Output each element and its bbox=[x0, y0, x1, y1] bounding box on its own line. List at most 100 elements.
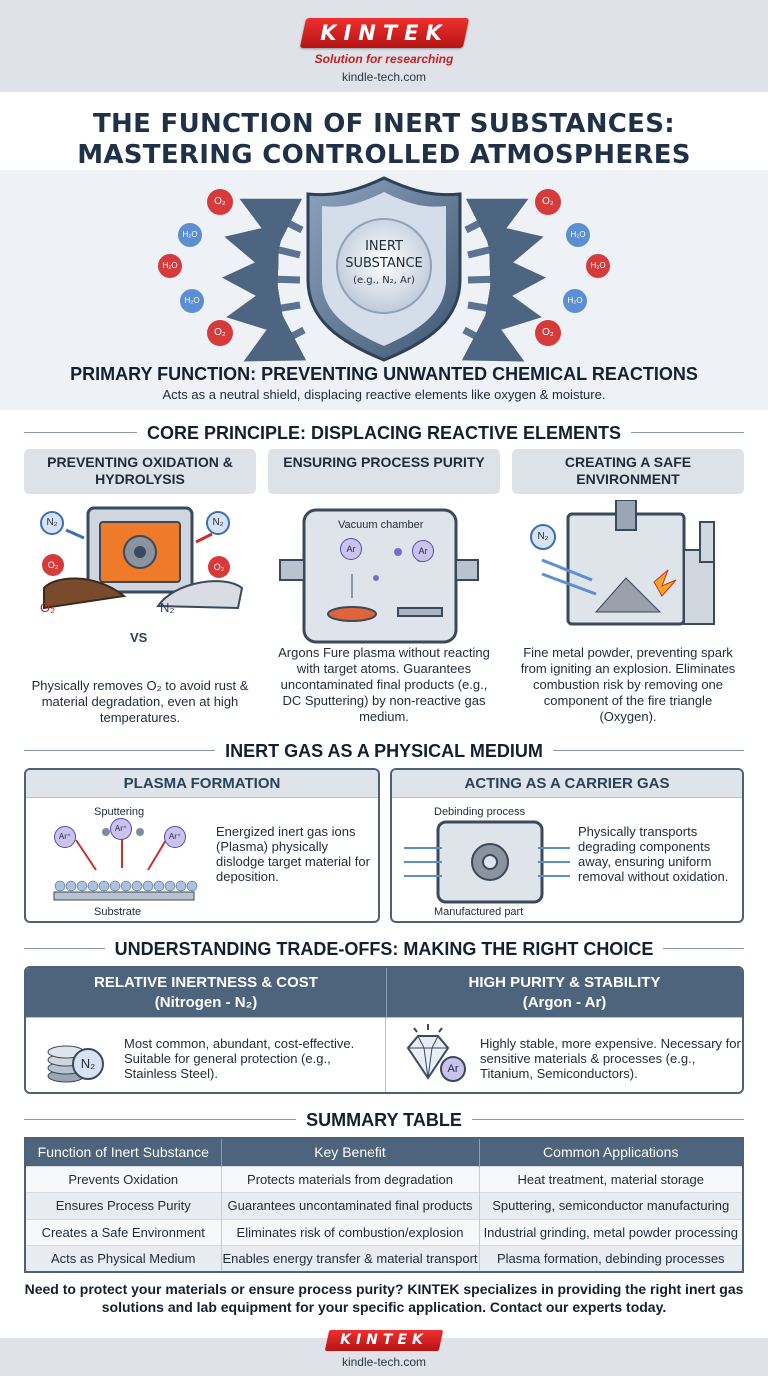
nitrogen-option-title: RELATIVE INERTNESS & COST (Nitrogen - N₂… bbox=[26, 968, 386, 1018]
argon-option-title: HIGH PURITY & STABILITY (Argon - Ar) bbox=[387, 968, 742, 1018]
carrier-gas-card: ACTING AS A CARRIER GAS Debinding proces… bbox=[390, 768, 744, 923]
oven-illustration bbox=[43, 506, 244, 610]
title-line-1: THE FUNCTION OF INERT SUBSTANCES: bbox=[93, 109, 675, 139]
column-header: Common Applications bbox=[479, 1138, 744, 1166]
shield-line-3: (e.g., N₂, Ar) bbox=[353, 275, 415, 286]
debinding-label: Debinding process bbox=[434, 806, 526, 818]
brand-site-link[interactable]: kindle-tech.com bbox=[341, 70, 427, 84]
summary-heading: SUMMARY TABLE bbox=[0, 1108, 768, 1132]
water-molecule-icon: H₂O bbox=[563, 289, 587, 313]
carrier-text: Physically transports degrading componen… bbox=[578, 824, 729, 884]
argon-atom-icon: Ar bbox=[340, 538, 362, 560]
title-line-2: MASTERING CONTROLLED ATMOSPHERES bbox=[77, 140, 691, 170]
column-header: Function of Inert Substance bbox=[25, 1138, 222, 1166]
table-cell: Heat treatment, material storage bbox=[479, 1165, 744, 1193]
safe-environment-illustration bbox=[541, 500, 715, 626]
page-title: THE FUNCTION OF INERT SUBSTANCES: MASTER… bbox=[0, 109, 768, 171]
column-header: Key Benefit bbox=[221, 1138, 480, 1166]
footer-site-link[interactable]: kindle-tech.com bbox=[341, 1355, 427, 1369]
oxygen-molecule-icon: O₂ bbox=[535, 320, 561, 346]
footer-logo-text: KINTEK bbox=[340, 1332, 428, 1348]
table-cell: Eliminates risk of combustion/explosion bbox=[221, 1218, 480, 1246]
argon-badge-icon: Ar bbox=[440, 1056, 466, 1082]
plasma-text: Energized inert gas ions (Plasma) physic… bbox=[216, 824, 370, 884]
manufactured-part-label: Manufactured part bbox=[434, 906, 524, 918]
sputtering-illustration bbox=[53, 828, 198, 901]
table-cell: Protects materials from degradation bbox=[221, 1165, 480, 1193]
table-cell: Sputtering, semiconductor manufacturing bbox=[479, 1192, 744, 1219]
tag-preventing-oxidation: PREVENTING OXIDATION & HYDROLYSIS bbox=[24, 449, 256, 494]
call-to-action: Need to protect your materials or ensure… bbox=[24, 1281, 744, 1315]
shield-line-1: INERT bbox=[365, 239, 403, 254]
tradeoffs-card: RELATIVE INERTNESS & COST (Nitrogen - N₂… bbox=[24, 966, 744, 1094]
substrate-label: Substrate bbox=[94, 906, 142, 918]
water-molecule-icon: H₂O bbox=[180, 289, 204, 313]
oxygen-molecule-icon: O₂ bbox=[535, 189, 561, 215]
nitrogen-option: RELATIVE INERTNESS & COST (Nitrogen - N₂… bbox=[26, 968, 386, 1018]
nitrogen-molecule-icon: N₂ bbox=[40, 511, 64, 535]
argon-title-1: HIGH PURITY & STABILITY bbox=[468, 974, 661, 991]
shield-label: INERT SUBSTANCE (e.g., N₂, Ar) bbox=[334, 238, 434, 289]
hero-section: INERT SUBSTANCE (e.g., N₂, Ar) O₂ H₂O H₂… bbox=[0, 170, 768, 410]
plasma-card-title: PLASMA FORMATION bbox=[26, 770, 378, 798]
footer-kintek-logo[interactable]: KINTEK bbox=[324, 1330, 444, 1351]
table-row: Ensures Process Purity Guarantees uncont… bbox=[25, 1192, 744, 1219]
displacement-arrows-left bbox=[222, 198, 307, 362]
plasma-formation-card: PLASMA FORMATION Sputtering Ar⁺ Ar⁺ Ar⁺ … bbox=[24, 768, 380, 923]
table-cell: Ensures Process Purity bbox=[25, 1192, 222, 1219]
table-cell: Industrial grinding, metal powder proces… bbox=[479, 1218, 744, 1246]
summary-table: Function of Inert Substance Key Benefit … bbox=[24, 1137, 744, 1273]
water-molecule-icon: H₂O bbox=[158, 254, 182, 278]
nitrogen-text: Most common, abundant, cost-effective. S… bbox=[124, 1036, 355, 1081]
argon-text: Highly stable, more expensive. Necessary… bbox=[480, 1036, 741, 1081]
oxygen-label: O₂ bbox=[40, 600, 56, 615]
versus-label: VS bbox=[130, 630, 148, 645]
tradeoffs-heading-text: UNDERSTANDING TRADE-OFFS: MAKING THE RIG… bbox=[104, 939, 664, 959]
nitrogen-badge-icon: N₂ bbox=[72, 1048, 104, 1080]
table-cell: Prevents Oxidation bbox=[25, 1165, 222, 1193]
oxygen-molecule-icon: O₂ bbox=[207, 189, 233, 215]
nitrogen-title-1: RELATIVE INERTNESS & COST bbox=[94, 974, 318, 991]
brand-tagline: Solution for researching bbox=[314, 52, 454, 66]
diamond-icon bbox=[406, 1024, 450, 1080]
table-row: Creates a Safe Environment Eliminates ri… bbox=[25, 1218, 744, 1246]
primary-function-subtitle: Acts as a neutral shield, displacing rea… bbox=[162, 387, 606, 402]
shield-line-2: SUBSTANCE bbox=[345, 256, 423, 271]
water-molecule-icon: H₂O bbox=[178, 223, 202, 247]
kintek-logo[interactable]: KINTEK bbox=[299, 18, 470, 48]
inert-orb bbox=[336, 218, 432, 314]
argon-title-2: (Argon - Ar) bbox=[522, 994, 607, 1011]
physical-medium-heading: INERT GAS AS A PHYSICAL MEDIUM bbox=[0, 739, 768, 763]
argon-ion-icon: Ar⁺ bbox=[164, 826, 186, 848]
summary-header-row: Function of Inert Substance Key Benefit … bbox=[25, 1138, 744, 1166]
medium-heading-text: INERT GAS AS A PHYSICAL MEDIUM bbox=[215, 741, 553, 761]
sputtering-label: Sputtering bbox=[94, 806, 145, 818]
brand-header: KINTEK Solution for researching kindle-t… bbox=[0, 0, 768, 92]
table-cell: Acts as Physical Medium bbox=[25, 1245, 222, 1272]
logo-text: KINTEK bbox=[320, 21, 449, 45]
purity-text: Argons Fure plasma without reacting with… bbox=[278, 645, 490, 724]
core-heading-text: CORE PRINCIPLE: DISPLACING REACTIVE ELEM… bbox=[136, 423, 632, 443]
shield-illustration bbox=[222, 176, 546, 362]
table-cell: Guarantees uncontaminated final products bbox=[221, 1192, 480, 1219]
tag-safe-environment: CREATING A SAFE ENVIRONMENT bbox=[512, 449, 744, 494]
water-molecule-icon: H₂O bbox=[566, 223, 590, 247]
table-row: Prevents Oxidation Protects materials fr… bbox=[25, 1165, 744, 1193]
tradeoffs-heading: UNDERSTANDING TRADE-OFFS: MAKING THE RIG… bbox=[0, 937, 768, 961]
table-row: Acts as Physical Medium Enables energy t… bbox=[25, 1245, 744, 1272]
oxygen-molecule-icon: O₂ bbox=[42, 554, 64, 576]
argon-ion-icon: Ar⁺ bbox=[54, 826, 76, 848]
table-cell: Enables energy transfer & material trans… bbox=[221, 1245, 480, 1272]
carrier-card-title: ACTING AS A CARRIER GAS bbox=[392, 770, 742, 798]
oxidation-text: Physically removes O₂ to avoid rust & ma… bbox=[31, 678, 249, 725]
argon-option: HIGH PURITY & STABILITY (Argon - Ar) bbox=[386, 968, 742, 1018]
table-cell: Creates a Safe Environment bbox=[25, 1218, 222, 1246]
argon-ion-icon: Ar⁺ bbox=[110, 818, 132, 840]
debinding-illustration bbox=[404, 820, 570, 904]
displacement-arrows-right bbox=[461, 198, 546, 362]
argon-atom-icon: Ar bbox=[412, 540, 434, 562]
safety-text: Fine metal powder, preventing spark from… bbox=[520, 645, 736, 724]
table-cell: Plasma formation, debinding processes bbox=[479, 1245, 744, 1272]
nitrogen-title-2: (Nitrogen - N₂) bbox=[154, 994, 258, 1011]
nitrogen-label: N₂ bbox=[160, 600, 175, 615]
